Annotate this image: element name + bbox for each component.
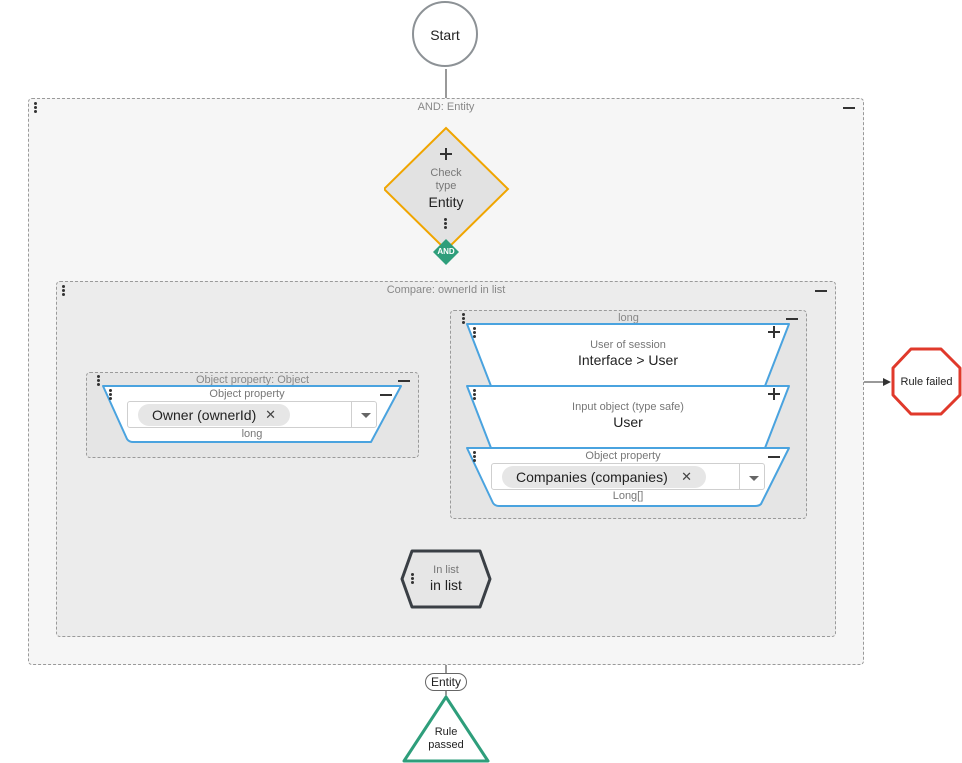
user-of-session-title: User of session [590, 339, 666, 351]
input-object-title: Input object (type safe) [572, 401, 684, 413]
entity-badge: Entity [425, 673, 467, 691]
companies-select-divider [739, 464, 740, 489]
input-object-value: User [613, 414, 643, 430]
companies-chip: Companies (companies) ✕ [502, 466, 706, 488]
compare-group-label: Compare: ownerId in list [386, 284, 506, 296]
and-badge [433, 239, 459, 265]
in-list-node[interactable] [400, 549, 492, 609]
in-list-title: In list [433, 564, 459, 576]
long-group-collapse-icon[interactable] [786, 318, 798, 320]
in-list-value: in list [430, 577, 462, 593]
in-list-menu-icon[interactable] [411, 573, 415, 585]
check-type-title: Check type [430, 167, 462, 192]
and-entity-group-label: AND: Entity [417, 101, 475, 113]
user-of-session-menu-icon[interactable] [473, 327, 477, 339]
rule-passed-node[interactable] [402, 694, 490, 763]
compare-group-collapse-icon[interactable] [815, 290, 827, 292]
companies-property-title: Object property [585, 450, 661, 462]
companies-chip-label: Companies (companies) [516, 469, 668, 485]
entity-badge-label: Entity [430, 675, 461, 689]
rule-failed-label: Rule failed [900, 376, 953, 388]
companies-chip-remove-icon[interactable]: ✕ [681, 469, 692, 484]
check-type-add-icon[interactable] [440, 148, 452, 160]
owner-property-select[interactable]: Owner (ownerId) ✕ [127, 401, 377, 428]
compare-group-menu-icon[interactable] [62, 285, 66, 297]
companies-property-type: Long[] [612, 490, 644, 502]
owner-property-title: Object property [209, 388, 285, 400]
companies-property-collapse-icon[interactable] [768, 456, 780, 458]
input-object-add-icon[interactable] [768, 388, 780, 400]
object-property-group-collapse-icon[interactable] [398, 380, 410, 382]
and-group-collapse-icon[interactable] [843, 107, 855, 109]
owner-property-collapse-icon[interactable] [380, 394, 392, 396]
owner-select-dropdown-icon[interactable] [361, 413, 371, 418]
owner-property-menu-icon[interactable] [109, 389, 113, 401]
owner-chip-label: Owner (ownerId) [152, 407, 257, 423]
owner-chip: Owner (ownerId) ✕ [138, 404, 290, 426]
long-group-menu-icon[interactable] [462, 313, 466, 325]
companies-property-select[interactable]: Companies (companies) ✕ [491, 463, 765, 490]
input-object-menu-icon[interactable] [473, 389, 477, 401]
and-group-menu-icon[interactable] [34, 102, 38, 114]
long-group-label: long [618, 312, 639, 324]
start-label: Start [430, 27, 460, 43]
rule-failed-node[interactable] [891, 347, 962, 416]
user-of-session-add-icon[interactable] [768, 326, 780, 338]
check-type-menu-icon[interactable] [444, 218, 448, 230]
companies-select-dropdown-icon[interactable] [749, 476, 759, 481]
object-property-group-label: Object property: Object [195, 374, 310, 386]
owner-select-divider [351, 402, 352, 427]
user-of-session-value: Interface > User [578, 352, 678, 368]
companies-property-menu-icon[interactable] [473, 451, 477, 463]
object-property-group-menu-icon[interactable] [97, 375, 101, 387]
owner-property-type: long [241, 428, 263, 440]
and-badge-label: AND [437, 247, 455, 256]
check-type-value: Entity [428, 194, 464, 210]
rule-passed-label: Rule passed [428, 726, 464, 751]
owner-chip-remove-icon[interactable]: ✕ [265, 407, 276, 422]
start-node[interactable]: Start [412, 1, 478, 67]
